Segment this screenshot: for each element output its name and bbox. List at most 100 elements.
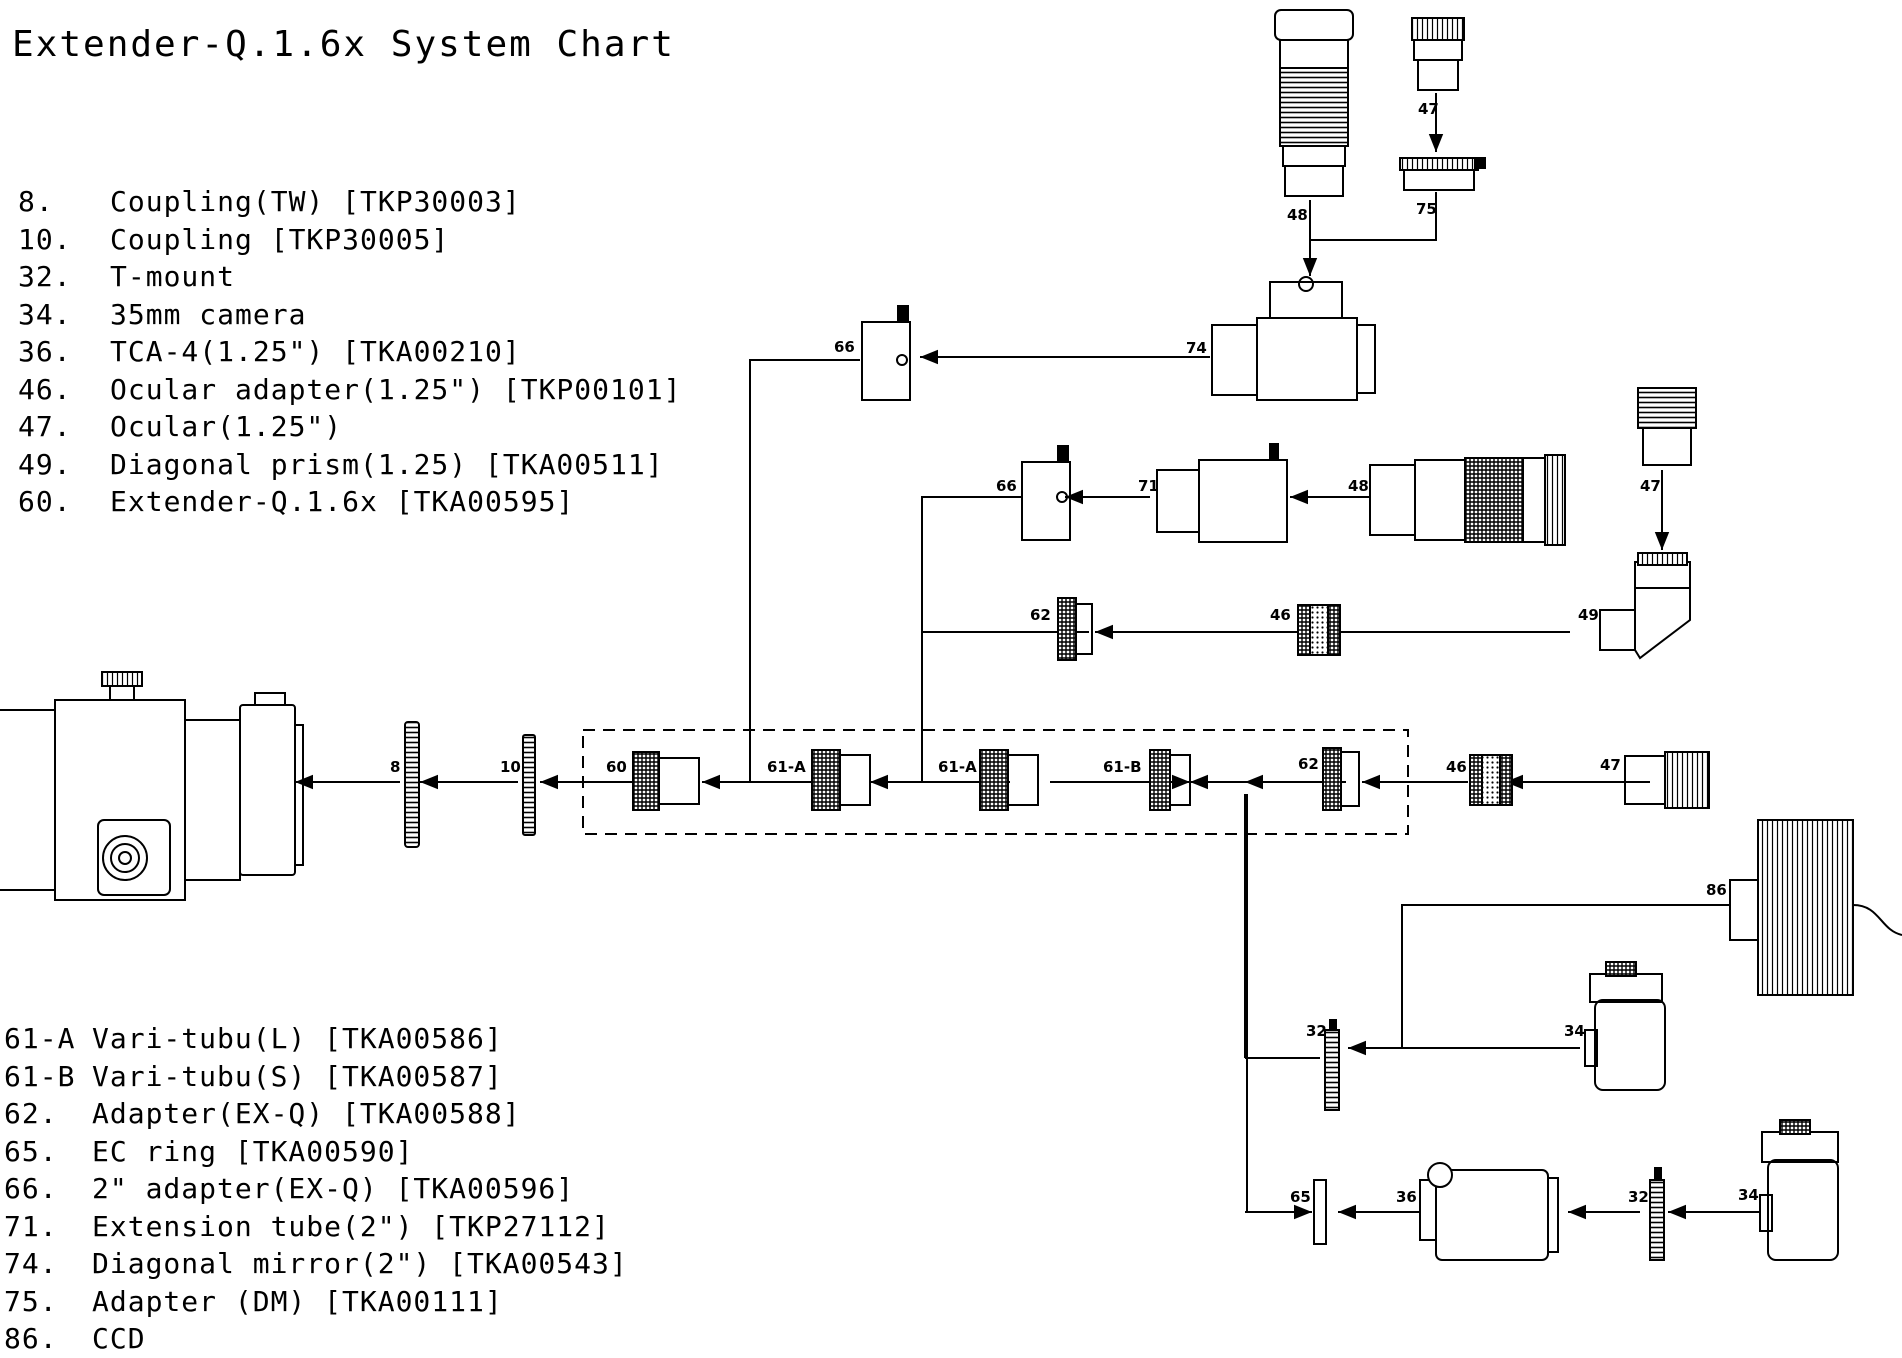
vari-tubu-l-part-2 <box>979 749 1039 811</box>
adapter-dm-part <box>1399 157 1486 191</box>
legend-number: 61-B <box>4 1059 76 1093</box>
label-65: 65 <box>1290 1188 1311 1206</box>
label-62-upper: 62 <box>1030 606 1051 624</box>
legend-number: 47. <box>18 410 72 443</box>
legend-number: 74. <box>4 1247 58 1280</box>
two-inch-adapter-part-middle <box>1021 445 1071 541</box>
label-71: 71 <box>1138 477 1159 495</box>
legend-row: 8. Coupling(TW) [TKP30003] <box>10 183 681 221</box>
t-mount-part-1 <box>1324 1019 1340 1111</box>
legend-number: 60. <box>18 485 72 518</box>
legend-row: 46. Ocular adapter(1.25") [TKP00101] <box>10 371 681 409</box>
label-66-middle: 66 <box>996 477 1017 495</box>
label-47-right: 47 <box>1640 477 1661 495</box>
legend-row: 32. T-mount <box>10 258 681 296</box>
eyepiece-48-top <box>1274 9 1354 197</box>
legend-number: 10. <box>18 222 72 256</box>
legend-text: Extension tube(2") [TKP27112] <box>92 1209 610 1243</box>
ocular-adapter-part-main <box>1469 754 1513 806</box>
branch-line <box>1246 794 1312 1220</box>
legend-row: 66.2" adapter(EX-Q) [TKA00596] <box>4 1170 628 1208</box>
label-49: 49 <box>1578 606 1599 624</box>
t-mount-part-2 <box>1649 1167 1665 1261</box>
legend-row: 10. Coupling [TKP30005] <box>10 221 681 259</box>
diagonal-prism-part <box>1599 552 1691 660</box>
legend-row: 60. Extender-Q.1.6x [TKA00595] <box>10 483 681 521</box>
vari-tubu-s-part <box>1149 749 1191 811</box>
label-74: 74 <box>1186 339 1207 357</box>
label-60: 60 <box>606 758 627 776</box>
legend-text: 35mm camera <box>110 297 307 331</box>
ocular-part-top <box>1411 17 1465 91</box>
adapter-exq-part-main <box>1322 747 1360 811</box>
label-36: 36 <box>1396 1188 1417 1206</box>
label-61a-2: 61-A <box>938 758 977 776</box>
label-75: 75 <box>1416 200 1437 218</box>
branch-line <box>749 359 860 782</box>
arrow-line <box>1310 192 1437 241</box>
legend-row: 34. 35mm camera <box>10 296 681 334</box>
ccd-part <box>1729 819 1902 996</box>
legend-row: 65.EC ring [TKA00590] <box>4 1133 628 1171</box>
label-61b: 61-B <box>1103 758 1142 776</box>
legend-row: 75. Adapter (DM) [TKA00111] <box>4 1283 628 1321</box>
label-48-middle: 48 <box>1348 477 1369 495</box>
legend-row: 61-A Vari-tubu(L) [TKA00586] <box>4 1020 628 1058</box>
legend-row: 61-B Vari-tubu(S) [TKA00587] <box>4 1058 628 1096</box>
label-48-top: 48 <box>1287 206 1308 224</box>
legend-text: Vari-tubu(S) [TKA00587] <box>92 1059 503 1093</box>
label-8: 8 <box>390 758 400 776</box>
legend-text: Coupling(TW) [TKP30003] <box>110 185 521 218</box>
legend-number: 34. <box>18 297 72 331</box>
camera-35mm-part-1 <box>1584 961 1666 1091</box>
legend-bottom: 61-A Vari-tubu(L) [TKA00586] 61-B Vari-tub… <box>4 1020 628 1358</box>
legend-number: 71. <box>4 1209 58 1243</box>
coupling-part <box>522 734 536 836</box>
label-34-upper: 34 <box>1564 1022 1585 1040</box>
legend-text: Diagonal prism(1.25) [TKA00511] <box>110 447 664 481</box>
legend-text: Coupling [TKP30005] <box>110 222 450 256</box>
legend-number: 75. <box>4 1284 58 1318</box>
ocular-part-upper-right <box>1637 387 1697 466</box>
legend-text: Ocular adapter(1.25") [TKP00101] <box>110 372 682 406</box>
part-labels: 48 47 75 74 66 66 71 48 47 62 46 49 8 10… <box>390 100 1759 1206</box>
legend-number: 49. <box>18 447 72 481</box>
legend-number: 32. <box>18 260 72 293</box>
label-46-main: 46 <box>1446 758 1467 776</box>
label-34-lower: 34 <box>1738 1186 1759 1204</box>
ec-ring-part <box>1313 1179 1327 1245</box>
legend-row: 74.Diagonal mirror(2") [TKA00543] <box>4 1245 628 1283</box>
label-66-top: 66 <box>834 338 855 356</box>
two-inch-adapter-part-top <box>861 305 911 401</box>
chart-title: Extender-Q.1.6x System Chart <box>12 24 675 65</box>
label-32-lower: 32 <box>1628 1188 1649 1206</box>
ocular-part-main <box>1624 751 1710 809</box>
legend-top: 8. Coupling(TW) [TKP30003] 10. Coupling [T… <box>10 183 681 521</box>
legend-text: TCA-4(1.25") [TKA00210] <box>110 335 521 368</box>
ocular-adapter-part-upper <box>1297 604 1341 656</box>
coupling-tw-part <box>404 721 420 848</box>
label-61a-1: 61-A <box>767 758 806 776</box>
eyepiece-48-middle <box>1369 454 1566 546</box>
extension-tube-part <box>1156 443 1288 543</box>
camera-35mm-part-2 <box>1759 1119 1839 1261</box>
label-47-top: 47 <box>1418 100 1439 118</box>
legend-number: 36. <box>18 335 72 368</box>
legend-text: Ocular(1.25") <box>110 410 343 443</box>
legend-number: 61-A <box>4 1022 76 1055</box>
legend-text: Adapter (DM) [TKA00111] <box>92 1284 503 1318</box>
tca-4-part <box>1419 1162 1559 1261</box>
legend-text: Vari-tubu(L) [TKA00586] <box>92 1022 503 1055</box>
legend-text: T-mount <box>110 260 236 293</box>
legend-number: 8. <box>18 185 54 218</box>
legend-number: 46. <box>18 372 72 406</box>
legend-number: 62. <box>4 1097 58 1130</box>
legend-row: 71. Extension tube(2") [TKP27112] <box>4 1208 628 1246</box>
diagonal-mirror-part <box>1211 276 1376 401</box>
label-10: 10 <box>500 758 521 776</box>
legend-row: 49. Diagonal prism(1.25) [TKA00511] <box>10 446 681 484</box>
legend-text: Extender-Q.1.6x [TKA00595] <box>110 485 575 518</box>
label-62-main: 62 <box>1298 755 1319 773</box>
branch-line <box>921 496 1022 632</box>
